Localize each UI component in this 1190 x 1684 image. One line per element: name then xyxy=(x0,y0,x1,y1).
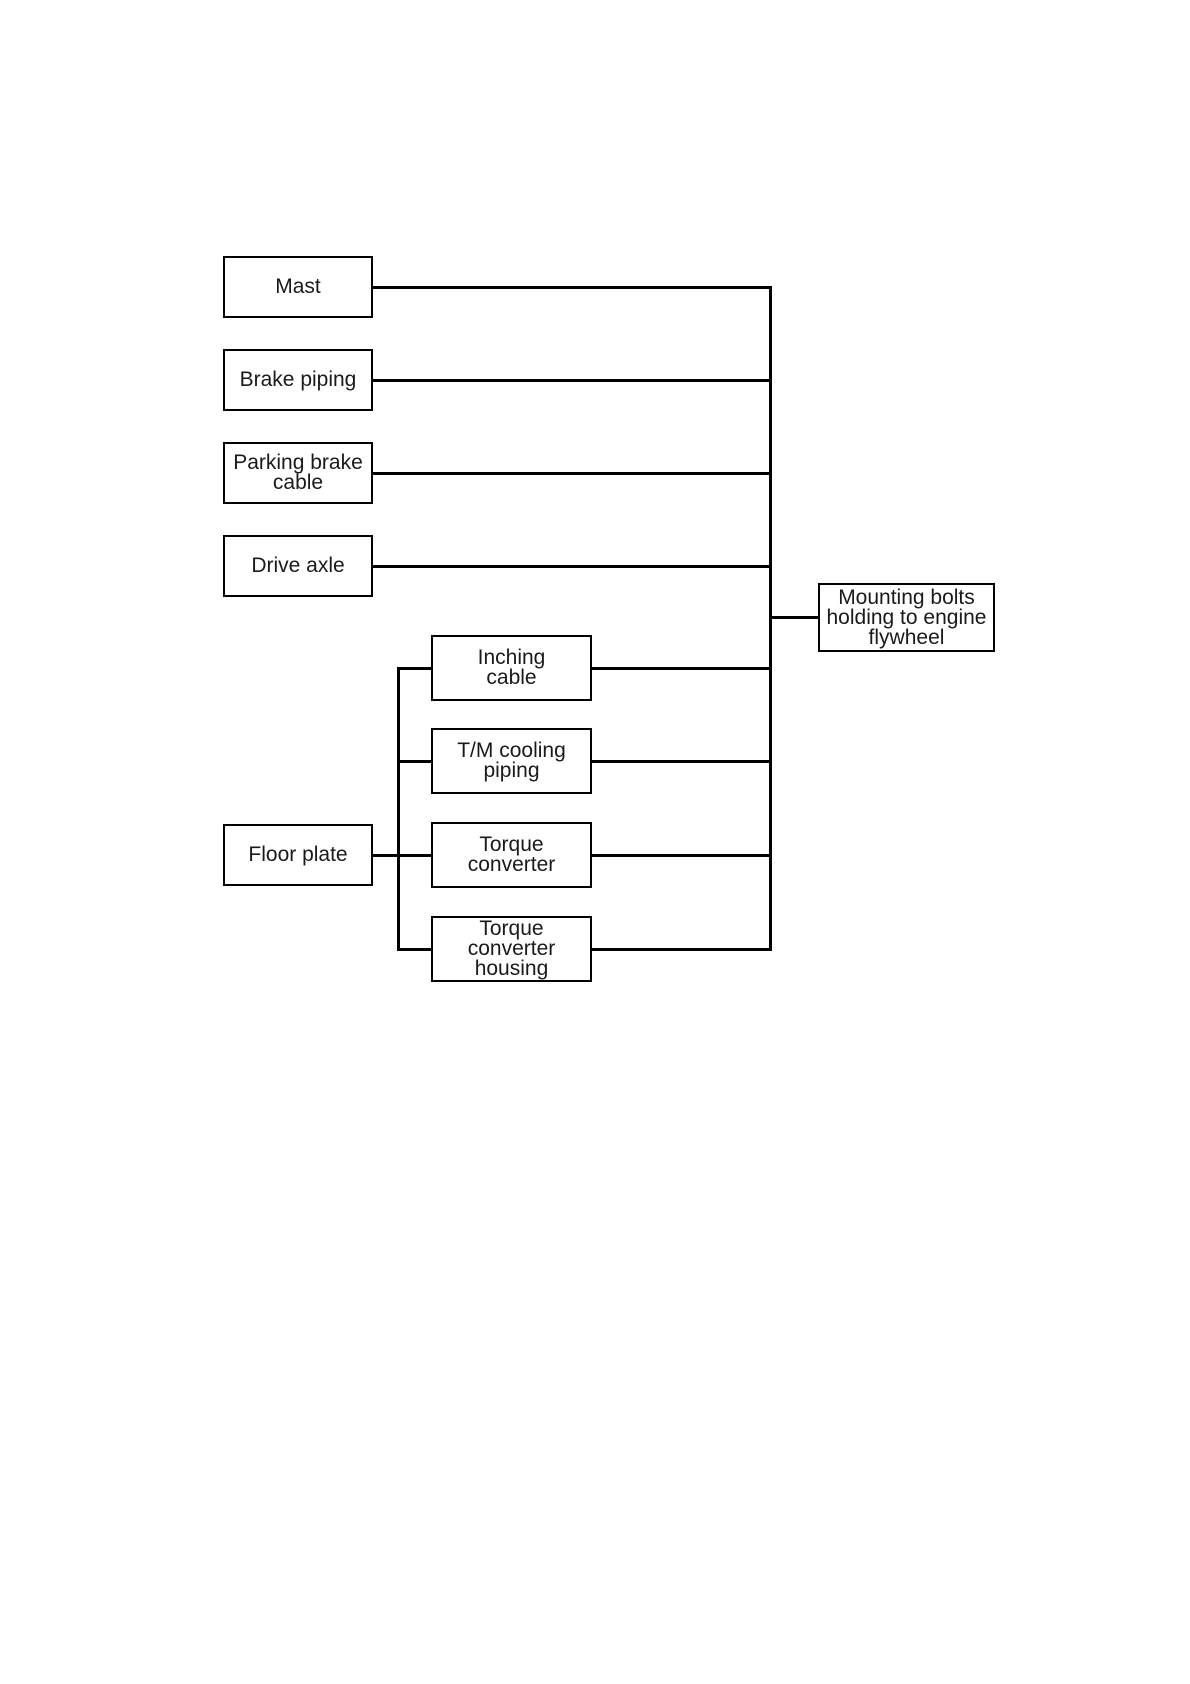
connector-floor-plate-torque-converter xyxy=(373,854,431,857)
connector-brake-piping-trunk xyxy=(373,379,770,382)
connector-mast-trunk xyxy=(373,286,770,289)
floor-plate-branch-vertical-line xyxy=(397,667,400,951)
node-inching-cable: Inching cable xyxy=(431,635,592,701)
node-brake-piping: Brake piping xyxy=(223,349,373,411)
connector-tm-cooling-trunk xyxy=(592,760,770,763)
connector-drive-axle-trunk xyxy=(373,565,770,568)
node-tm-cooling-piping: T/M cooling piping xyxy=(431,728,592,794)
trunk-vertical-line xyxy=(769,286,772,951)
connector-housing-trunk xyxy=(592,948,770,951)
connector-branch-inching-cable xyxy=(397,667,431,670)
node-floor-plate: Floor plate xyxy=(223,824,373,886)
connector-branch-tm-cooling xyxy=(397,760,431,763)
node-torque-converter-housing: Torque converter housing xyxy=(431,916,592,982)
node-parking-brake-cable: Parking brake cable xyxy=(223,442,373,504)
node-mast: Mast xyxy=(223,256,373,318)
node-torque-converter: Torque converter xyxy=(431,822,592,888)
connector-torque-converter-trunk xyxy=(592,854,770,857)
node-mounting-bolts: Mounting bolts holding to engine flywhee… xyxy=(818,583,995,652)
connector-branch-housing xyxy=(397,948,431,951)
connector-parking-brake-trunk xyxy=(373,472,770,475)
connector-inching-cable-trunk xyxy=(592,667,770,670)
connector-trunk-mounting-bolts xyxy=(770,616,818,619)
node-drive-axle: Drive axle xyxy=(223,535,373,597)
